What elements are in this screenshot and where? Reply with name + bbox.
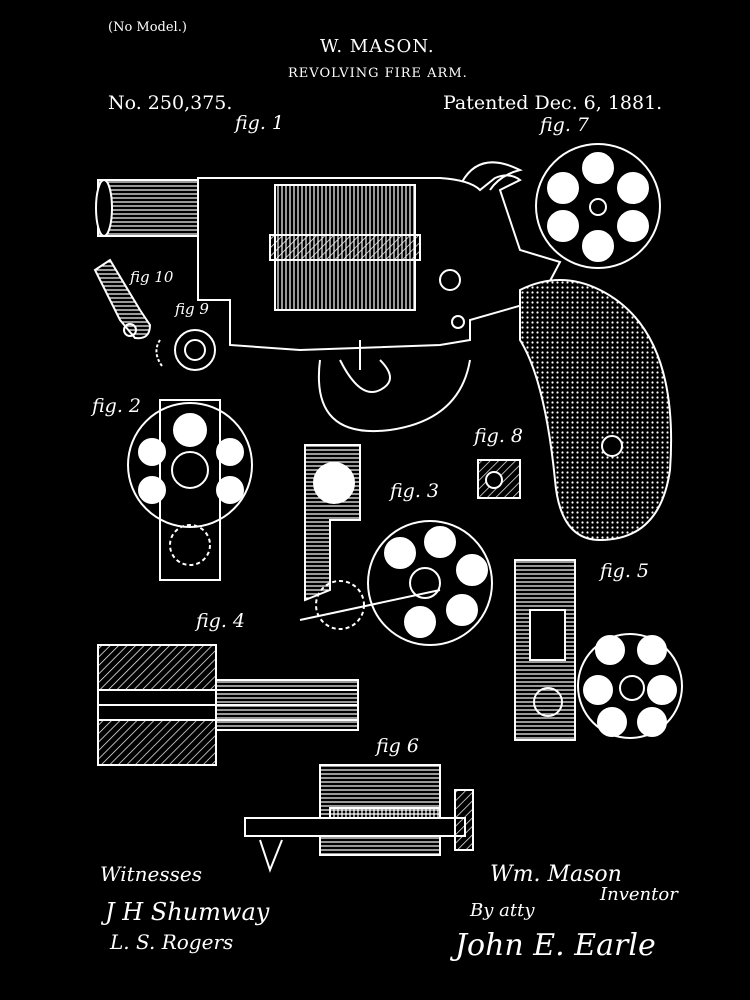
figure-2-cylinder-side — [127, 399, 253, 581]
witnesses-label: Witnesses — [100, 862, 202, 886]
figure-7-cylinder — [535, 143, 661, 269]
fig-1-label: fig. 1 — [235, 112, 285, 134]
patent-number: No. 250,375. — [108, 92, 233, 114]
fig-4-label: fig. 4 — [196, 610, 246, 632]
figure-8-detail — [477, 459, 521, 499]
inventor-name: W. MASON. — [320, 36, 435, 57]
no-model-note: (No Model.) — [108, 20, 187, 35]
patent-date: Patented Dec. 6, 1881. — [443, 92, 663, 114]
figure-6-section — [244, 764, 474, 873]
figure-3-crane — [299, 444, 493, 646]
inventor-label: Inventor — [600, 884, 678, 905]
figure-9-part — [155, 329, 216, 371]
patent-title: REVOLVING FIRE ARM. — [288, 66, 468, 81]
fig-2-label: fig. 2 — [92, 395, 142, 417]
fig-9-label: fig 9 — [175, 300, 209, 318]
fig-8-label: fig. 8 — [474, 425, 524, 447]
fig-6-label: fig 6 — [376, 735, 419, 757]
fig-10-label: fig 10 — [130, 268, 174, 286]
figure-1-revolver — [95, 161, 673, 542]
inventor-signature: Wm. Mason — [490, 862, 622, 887]
figure-4-section — [97, 644, 359, 766]
figure-5-frame — [514, 559, 683, 741]
attorney-signature: John E. Earle — [455, 928, 656, 963]
fig-3-label: fig. 3 — [390, 480, 440, 502]
fig-7-label: fig. 7 — [540, 114, 590, 136]
figure-10-part — [93, 258, 152, 340]
attorney-label: By atty — [470, 900, 535, 921]
witness-1-signature: J H Shumway — [105, 898, 270, 926]
witness-2-signature: L. S. Rogers — [110, 930, 234, 954]
fig-5-label: fig. 5 — [600, 560, 650, 582]
